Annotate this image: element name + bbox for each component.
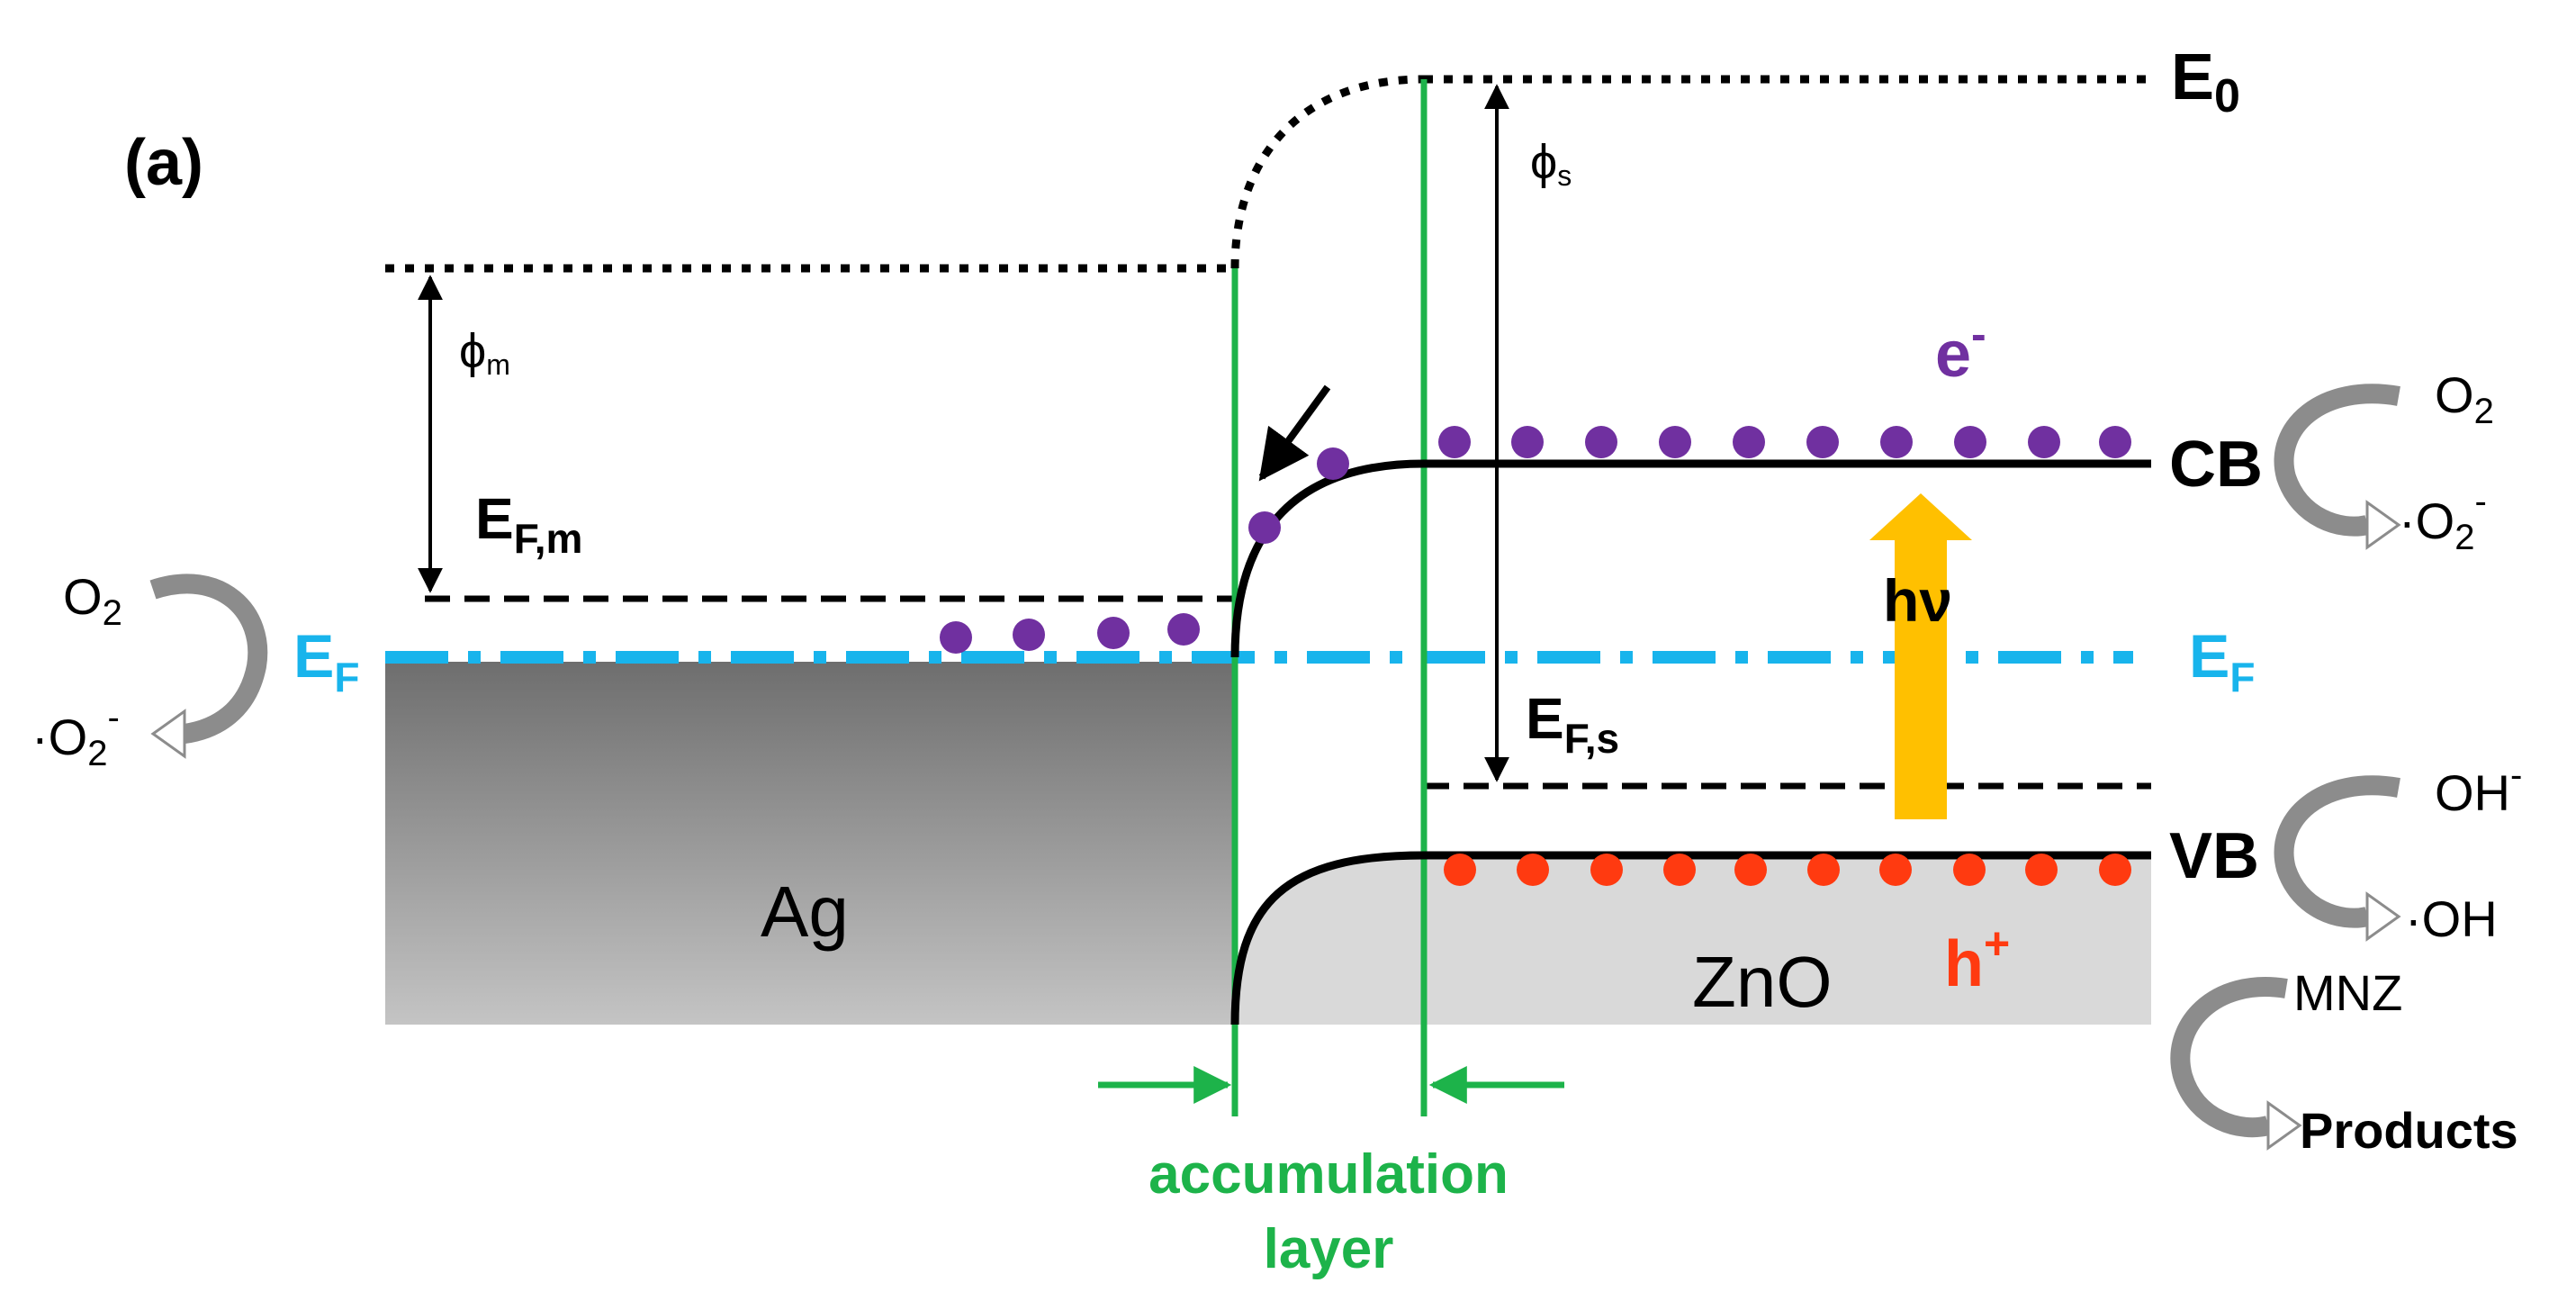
reaction-arrow-vb (2274, 775, 2401, 942)
oh-minus-label: OH- (2435, 755, 2522, 821)
phi-s-main: ϕ (1530, 135, 1557, 189)
efs-label: EF,s (1526, 686, 1619, 762)
e0-sub: 0 (2214, 70, 2240, 122)
e0-main: E (2171, 41, 2214, 113)
electron-dot (1317, 447, 1349, 480)
electron-main: e (1935, 319, 1971, 391)
vb-label: VB (2169, 820, 2259, 892)
phi-s-label: ϕs (1530, 135, 1572, 192)
electron-label: e- (1935, 309, 1986, 391)
hole-main: h (1944, 928, 1984, 1000)
vb-bend-fill (1235, 855, 1424, 1025)
hole-sup: + (1984, 918, 2010, 969)
right-superoxide-sub: 2 (2454, 518, 2474, 557)
electron-flow-arrow (1258, 384, 1331, 482)
products-label: Products (2300, 1102, 2518, 1159)
hole-dot (1734, 854, 1767, 886)
right-o2-main: O (2435, 366, 2474, 423)
electron-dot (1806, 426, 1839, 458)
reaction-arrow-mnz (2170, 977, 2302, 1151)
reaction-arrow-left (149, 574, 268, 759)
hole-dot (1444, 854, 1476, 886)
electron-dot (1013, 619, 1045, 651)
electron-dot (1511, 426, 1544, 458)
electron-dot (1733, 426, 1765, 458)
reaction-arrow-cb (2274, 384, 2401, 550)
efs-sub: F,s (1564, 715, 1619, 762)
vacuum-level-bend (1230, 75, 1425, 269)
phi-m-main: ϕ (459, 324, 486, 378)
oh-minus-main: OH (2435, 764, 2510, 821)
electrons-metal (940, 613, 1200, 654)
mnz-label: MNZ (2293, 964, 2402, 1021)
electron-dot (1097, 617, 1130, 649)
hole-label: h+ (1944, 918, 2010, 1000)
holes-vb (1444, 854, 2131, 886)
electrons-accumulation (1248, 426, 1471, 544)
electron-dot (1167, 613, 1200, 646)
hole-dot (1807, 854, 1840, 886)
metal-label: Ag (761, 872, 849, 952)
valence-band-bend (1230, 851, 1425, 1025)
hnu-label: hν (1883, 567, 1952, 634)
electron-dot (2099, 426, 2131, 458)
conduction-band-bend (1230, 459, 1425, 658)
oh-minus-sup: - (2510, 755, 2522, 795)
right-superoxide-label: ·O2- (2399, 482, 2487, 557)
electron-sup: - (1971, 309, 1986, 359)
ef-right-main: E (2189, 622, 2229, 691)
ef-left-sub: F (334, 654, 359, 700)
left-superoxide-main: ·O (32, 709, 87, 765)
hole-dot (1953, 854, 1986, 886)
phi-s-sub: s (1557, 159, 1572, 192)
phi-m-label: ϕm (459, 324, 510, 381)
zno-label: ZnO (1692, 942, 1833, 1022)
right-superoxide-main: ·O (2399, 492, 2454, 549)
accumulation-label-line2: layer (1264, 1218, 1394, 1280)
right-o2-label: O2 (2435, 366, 2494, 431)
right-superoxide-sup: - (2474, 482, 2486, 521)
e0-label: E0 (2171, 41, 2240, 122)
left-o2-label: O2 (63, 568, 122, 633)
hole-dot (2099, 854, 2131, 886)
efm-main: E (475, 486, 514, 551)
hole-dot (1590, 854, 1623, 886)
accumulation-label-line1: accumulation (1148, 1143, 1509, 1206)
left-o2-main: O (63, 568, 103, 625)
cb-label: CB (2169, 429, 2263, 501)
phi-m-sub: m (486, 348, 510, 381)
ef-right-sub: F (2229, 654, 2255, 700)
hole-dot (1663, 854, 1696, 886)
electron-dot (1585, 426, 1617, 458)
hole-dot (2025, 854, 2058, 886)
ef-right-label: EF (2189, 622, 2255, 700)
photon-arrow (1869, 493, 1972, 819)
electron-dot (1248, 511, 1281, 544)
left-superoxide-sub: 2 (87, 734, 107, 773)
electrons-cb (1511, 426, 2131, 458)
efm-label: EF,m (475, 486, 582, 562)
hole-dot (1517, 854, 1549, 886)
electron-dot (2028, 426, 2060, 458)
left-o2-sub: 2 (103, 593, 122, 633)
efs-main: E (1526, 686, 1564, 751)
efm-sub: F,m (514, 515, 583, 562)
electron-dot (1954, 426, 1986, 458)
electron-dot (1438, 426, 1471, 458)
electron-dot (1659, 426, 1691, 458)
zno-region (1424, 855, 2151, 1025)
ag-metal-region (385, 662, 1235, 1025)
right-o2-sub: 2 (2474, 392, 2494, 431)
electron-dot (940, 621, 972, 654)
electron-dot (1880, 426, 1913, 458)
hole-dot (1879, 854, 1912, 886)
ef-left-main: E (293, 622, 334, 691)
ef-left-label: EF (293, 622, 359, 700)
left-superoxide-label: ·O2- (32, 698, 120, 773)
panel-label: (a) (124, 127, 203, 199)
left-superoxide-sup: - (107, 698, 119, 737)
oh-radical-label: ·OH (2405, 890, 2498, 947)
